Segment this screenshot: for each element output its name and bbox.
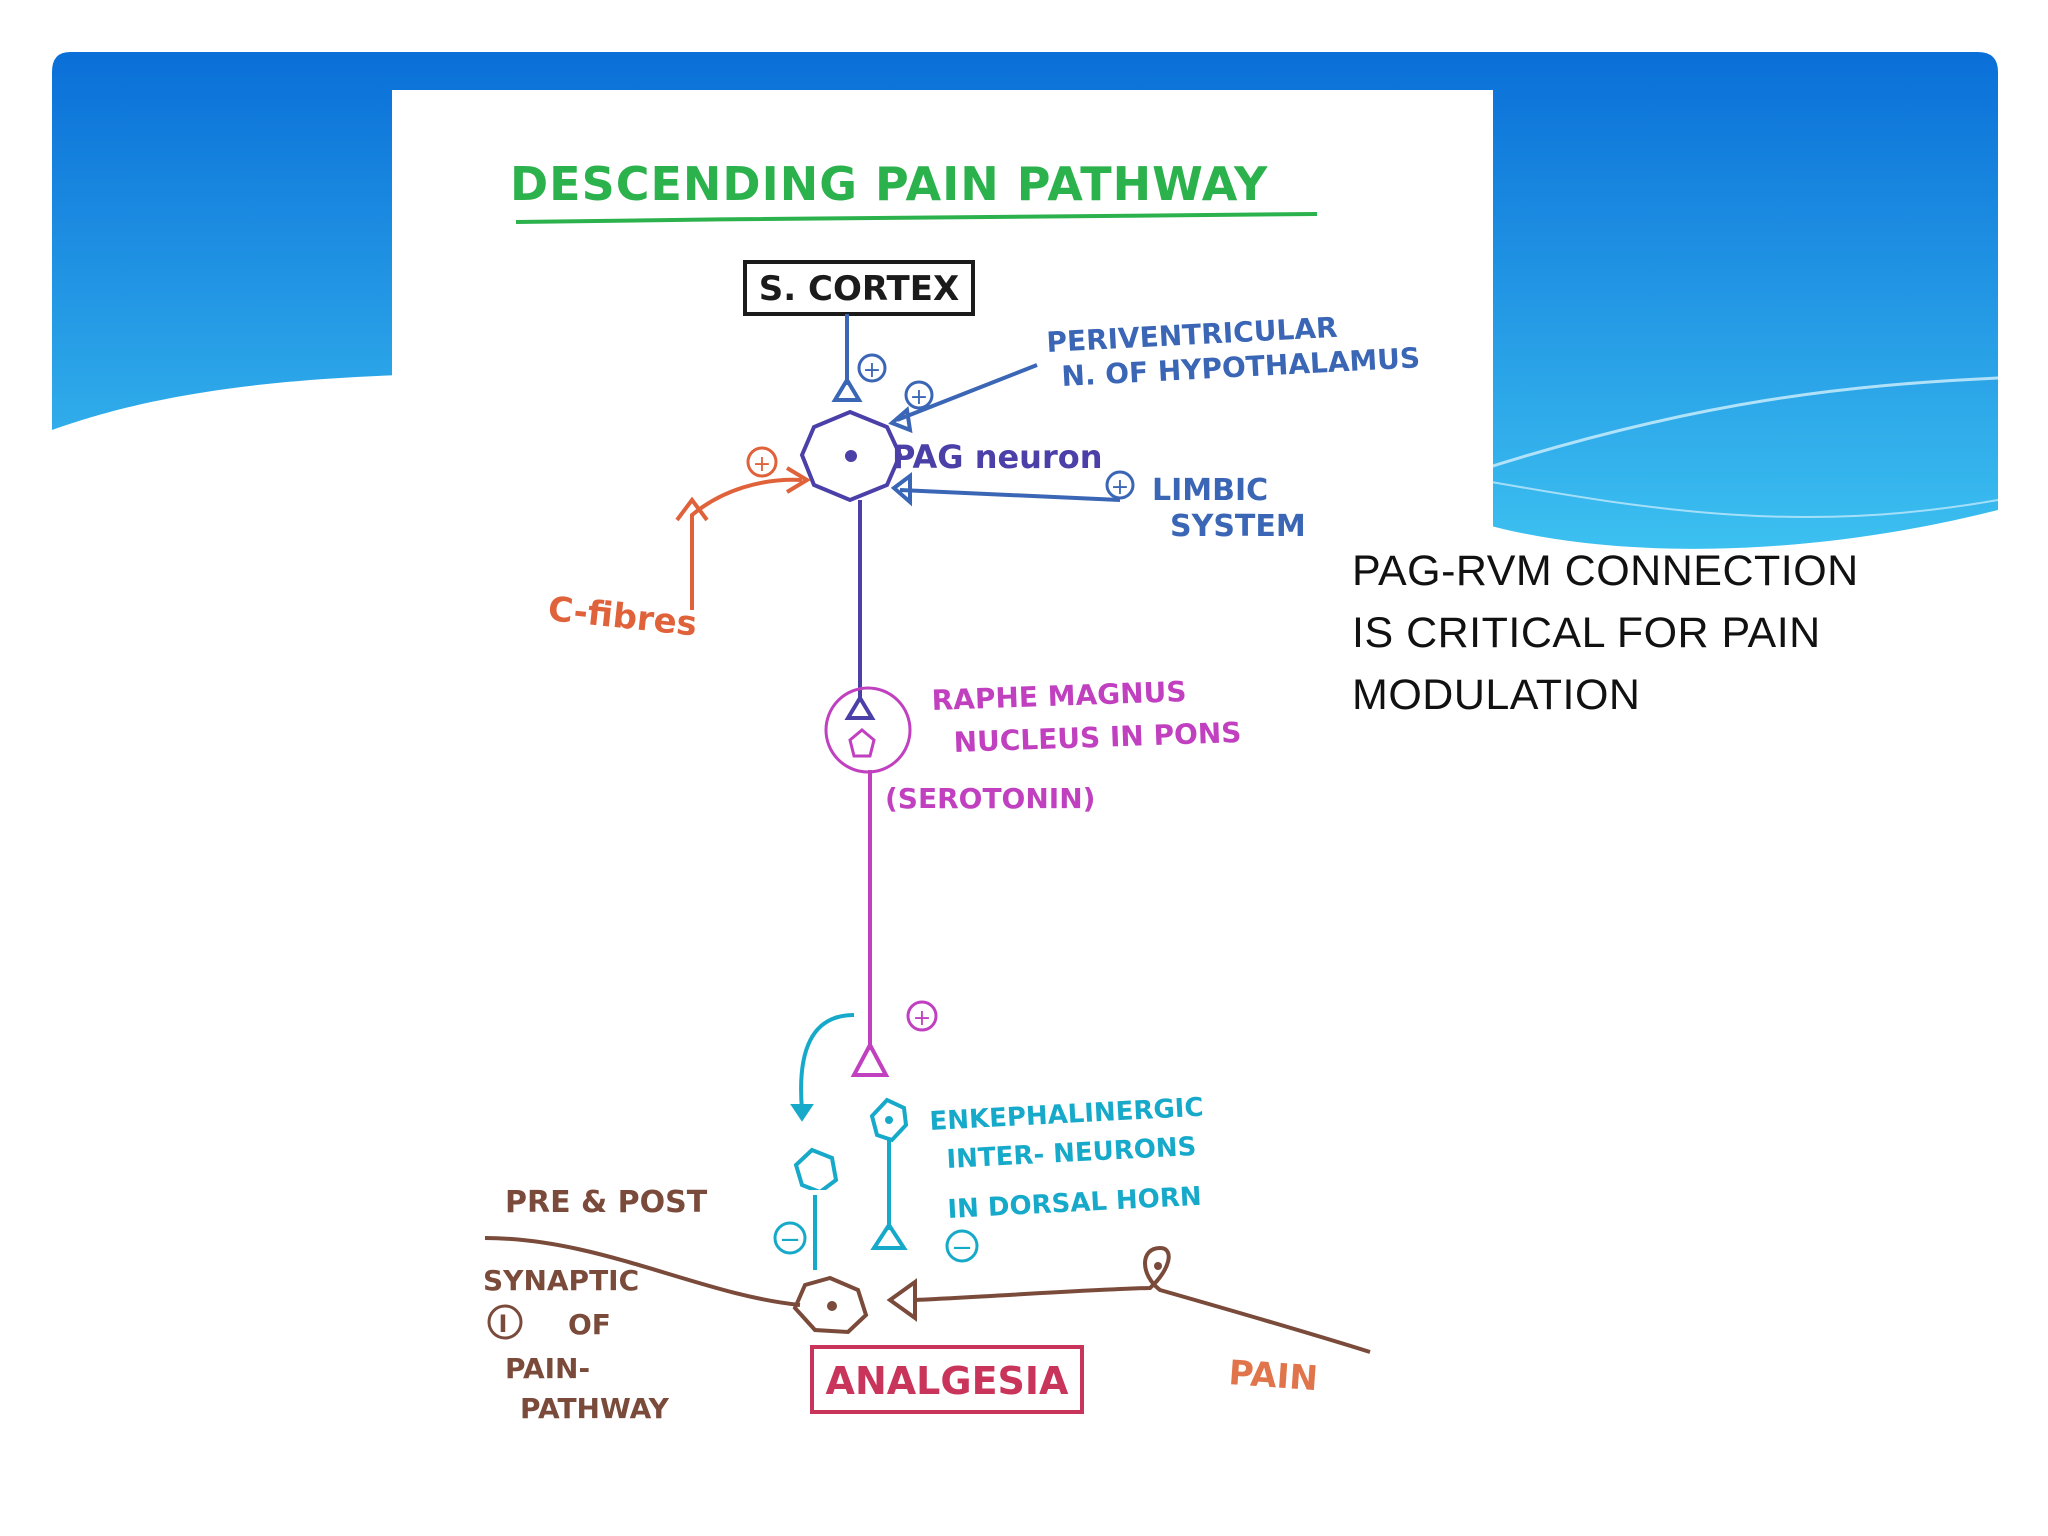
hypothalamus-to-pag-line (896, 363, 1038, 422)
hypothalamus-synapse-triangle (888, 406, 913, 434)
raphe-label-1: RAPHE MAGNUS (931, 675, 1187, 717)
plus-cortex: + (863, 358, 881, 383)
pag-neuron-nucleus (845, 450, 857, 462)
enk-interneuron-right (869, 1097, 909, 1143)
banner-wave-line-2 (1479, 479, 1999, 519)
raphe-neuron-body (848, 728, 876, 758)
diagram-panel: DESCENDING PAIN PATHWAY S. CORTEX + PERI… (392, 90, 1493, 1190)
cfibres-label: C-fibres (546, 589, 699, 644)
plus-limbic: + (1111, 475, 1129, 500)
cfibres-line (690, 477, 803, 610)
plus-circle-cortex (857, 353, 887, 383)
limbic-label-1: LIMBIC (1152, 473, 1268, 508)
cfibres-arrowhead (785, 466, 811, 494)
banner-wave-line-1 (1479, 376, 1999, 472)
enk-label-1: ENKEPHALINERGIC (929, 1093, 1204, 1137)
raphe-terminal-triangle (850, 1040, 890, 1077)
enk-collateral (799, 1013, 855, 1111)
plus-raphe: + (913, 1006, 931, 1031)
pag-neuron-body (799, 409, 903, 503)
limbic-to-pag-line (899, 488, 1121, 502)
plus-circle-raphe (906, 1000, 938, 1032)
plus-hypothalamus: + (910, 385, 928, 410)
cfibres-branch (675, 496, 709, 522)
limbic-label-2: SYSTEM (1170, 509, 1306, 544)
plus-cfibres: + (753, 452, 771, 477)
enk-collateral-triangle (790, 1104, 814, 1122)
plus-circle-cfibres (746, 446, 778, 478)
raphe-nucleus-circle (824, 686, 912, 774)
pag-label: PAG neuron (892, 438, 1103, 476)
limbic-synapse-triangle (890, 472, 912, 507)
serotonin-label: (SEROTONIN) (885, 782, 1095, 815)
plus-circle-limbic (1105, 470, 1135, 500)
plus-circle-hypothalamus (904, 380, 934, 410)
title-underline (515, 212, 1318, 224)
cortex-synapse-triangle (831, 376, 863, 402)
raphe-label-2: NUCLEUS IN PONS (953, 716, 1242, 759)
cortex-label: S. CORTEX (759, 269, 959, 309)
enk-label-2: INTER- NEURONS (946, 1132, 1197, 1175)
slide-caption: PAG-RVM CONNECTION IS CRITICAL FOR PAIN … (1352, 547, 1859, 719)
cortex-box (743, 260, 975, 316)
raphe-synapse-triangle (844, 694, 876, 720)
enk-interneuron-left (793, 1147, 839, 1190)
pain-pathway-diagram: DESCENDING PAIN PATHWAY S. CORTEX + PERI… (510, 157, 1421, 1190)
diagram-title: DESCENDING PAIN PATHWAY (510, 157, 1268, 211)
enk-interneuron-right-nucleus (885, 1116, 893, 1124)
